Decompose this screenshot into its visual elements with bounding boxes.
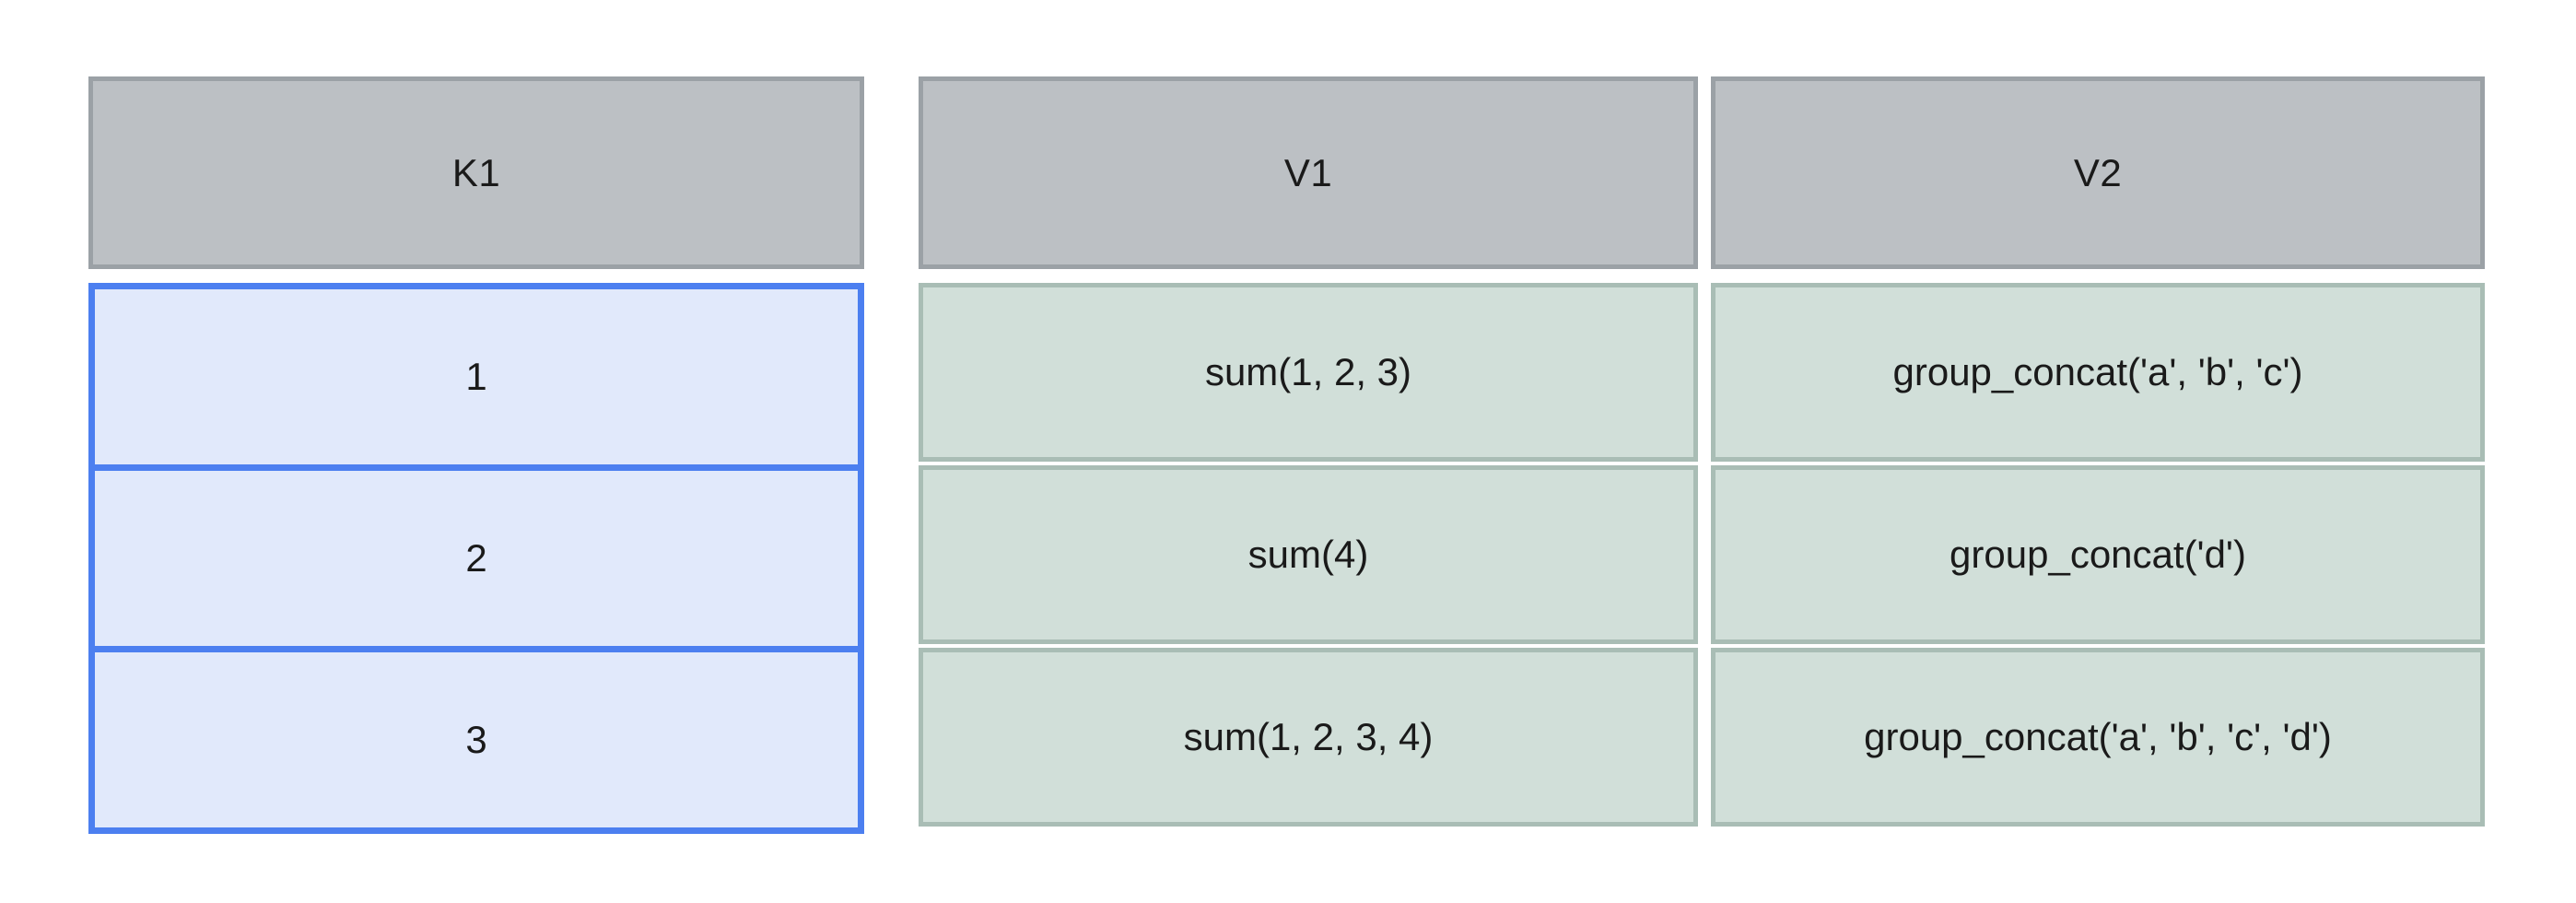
column-header-v2: V2	[1711, 76, 2485, 269]
column-header-v1: V1	[919, 76, 1698, 269]
grouped-aggregation-table: K1 1 2 3 V1 sum(1, 2, 3) sum(4) sum(1, 2…	[88, 76, 2485, 834]
cell-v1-row3: sum(1, 2, 3, 4)	[919, 648, 1698, 827]
cell-v2-row2: group_concat('d')	[1711, 465, 2485, 644]
cell-v2-row1: group_concat('a', 'b', 'c')	[1711, 283, 2485, 462]
column-v1: V1 sum(1, 2, 3) sum(4) sum(1, 2, 3, 4)	[919, 76, 1698, 827]
column-v2: V2 group_concat('a', 'b', 'c') group_con…	[1711, 76, 2485, 827]
column-body-v2: group_concat('a', 'b', 'c') group_concat…	[1711, 283, 2485, 827]
column-body-v1: sum(1, 2, 3) sum(4) sum(1, 2, 3, 4)	[919, 283, 1698, 827]
cell-v2-row3: group_concat('a', 'b', 'c', 'd')	[1711, 648, 2485, 827]
cell-k1-row1: 1	[95, 289, 858, 464]
column-body-k1: 1 2 3	[88, 283, 864, 834]
cell-v1-row1: sum(1, 2, 3)	[919, 283, 1698, 462]
column-k1: K1 1 2 3	[88, 76, 864, 834]
cell-v1-row2: sum(4)	[919, 465, 1698, 644]
cell-k1-row3: 3	[95, 652, 858, 827]
column-header-k1: K1	[88, 76, 864, 269]
cell-k1-row2: 2	[95, 471, 858, 646]
